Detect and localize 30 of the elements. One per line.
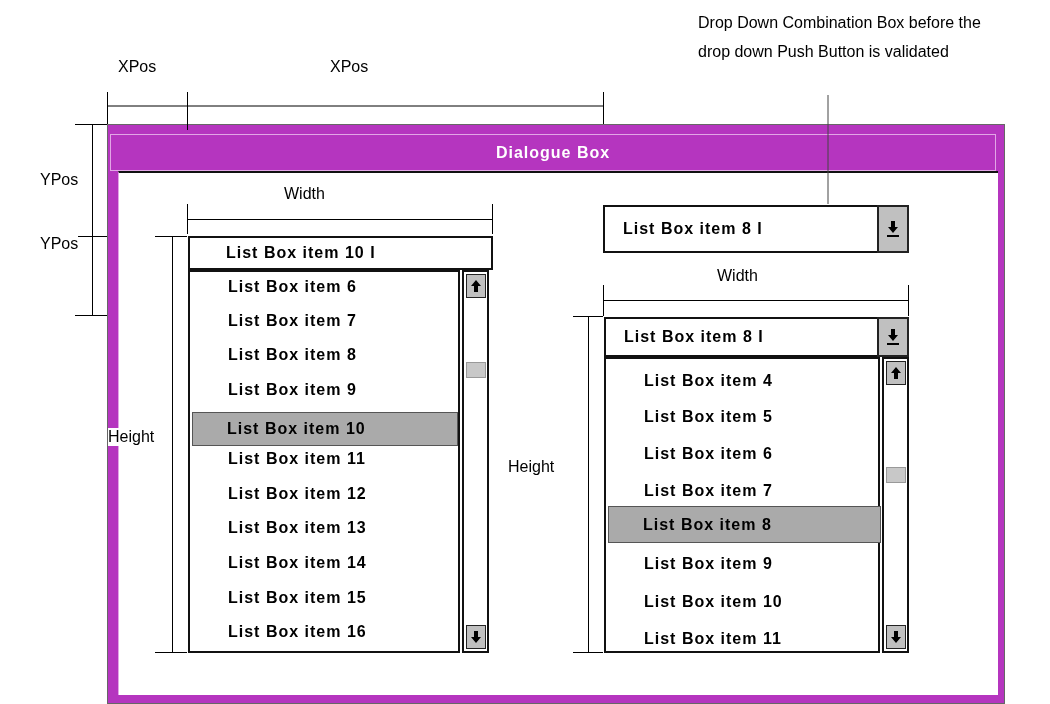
selected-list-item: List Box item 8 bbox=[608, 506, 881, 543]
text-field: List Box item 10 I bbox=[188, 236, 493, 270]
list-item: List Box item 8 bbox=[192, 338, 458, 372]
list-item: List Box item 16 bbox=[192, 615, 458, 649]
list-item: List Box item 10 bbox=[608, 585, 881, 619]
dimension-label: Height bbox=[508, 458, 555, 476]
list-item: List Box item 6 bbox=[192, 270, 458, 304]
window-title: Dialogue Box bbox=[495, 143, 611, 162]
list-item: List Box item 13 bbox=[192, 511, 458, 545]
list-item: List Box item 9 bbox=[192, 373, 458, 407]
combo-box bbox=[603, 205, 909, 253]
selected-list-item: List Box item 10 bbox=[192, 412, 458, 446]
list-item: List Box item 9 bbox=[608, 547, 881, 581]
list-item: List Box item 14 bbox=[192, 546, 458, 580]
combo-box-text: List Box item 8 I bbox=[623, 327, 765, 347]
list-item: List Box item 4 bbox=[608, 364, 881, 398]
dimension-label: Height bbox=[108, 428, 155, 446]
callout-text: Drop Down Combination Box before the drop down Push Button is validated bbox=[698, 8, 1003, 95]
list-item: List Box item 15 bbox=[192, 581, 458, 615]
list-item: List Box item 6 bbox=[608, 437, 881, 471]
list-item: List Box item 5 bbox=[608, 400, 881, 434]
list-box bbox=[604, 357, 880, 653]
leader-line bbox=[827, 94, 829, 205]
list-item: List Box item 7 bbox=[608, 474, 881, 508]
list-item: List Box item 11 bbox=[608, 622, 881, 656]
list-item: List Box item 7 bbox=[192, 304, 458, 338]
list-box bbox=[188, 270, 460, 653]
combo-box-text: List Box item 8 I bbox=[622, 219, 764, 239]
list-item: List Box item 12 bbox=[192, 477, 458, 511]
combo-box bbox=[604, 317, 909, 357]
